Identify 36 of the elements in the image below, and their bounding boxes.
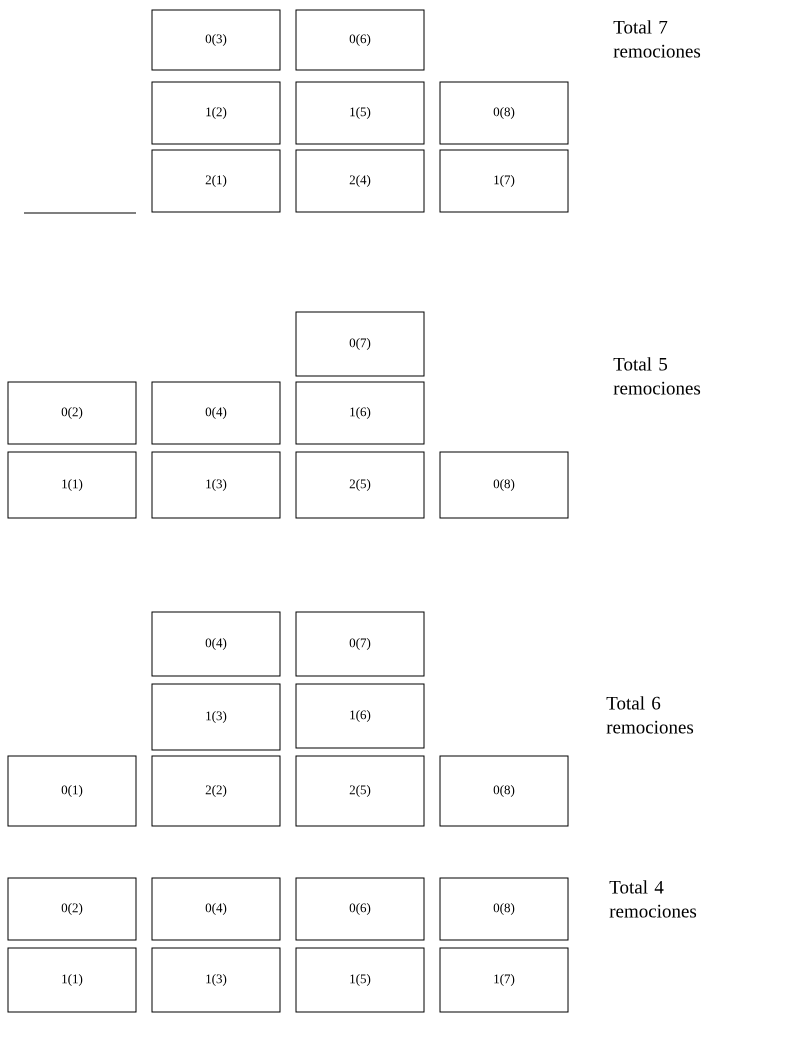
- number-box: 0(8): [439, 877, 569, 941]
- number-box: 0(2): [7, 877, 137, 941]
- number-box: 2(5): [295, 451, 425, 519]
- number-box: 0(2): [7, 381, 137, 445]
- number-box: 1(3): [151, 451, 281, 519]
- number-box: 0(1): [7, 755, 137, 827]
- number-box: 2(1): [151, 149, 281, 213]
- number-box: 1(1): [7, 947, 137, 1013]
- number-box: 2(4): [295, 149, 425, 213]
- number-box: 1(7): [439, 149, 569, 213]
- number-box: 0(4): [151, 877, 281, 941]
- total-label: Total 6 remociones: [606, 696, 694, 734]
- number-box: 0(7): [295, 311, 425, 377]
- number-box: 0(8): [439, 755, 569, 827]
- number-box: 1(3): [151, 947, 281, 1013]
- number-box: 1(6): [295, 381, 425, 445]
- number-box: 0(6): [295, 877, 425, 941]
- number-box: 2(2): [151, 755, 281, 827]
- total-label: Total 5 remociones: [613, 357, 701, 395]
- number-box: 1(2): [151, 81, 281, 145]
- number-box: 0(8): [439, 451, 569, 519]
- number-box: 0(6): [295, 9, 425, 71]
- number-box: 1(7): [439, 947, 569, 1013]
- number-box: 0(3): [151, 9, 281, 71]
- number-box: 0(7): [295, 611, 425, 677]
- number-box: 0(4): [151, 381, 281, 445]
- number-box: 1(5): [295, 947, 425, 1013]
- number-box: 1(1): [7, 451, 137, 519]
- number-box: 1(3): [151, 683, 281, 751]
- total-label: Total 4 remociones: [609, 880, 697, 918]
- number-box: 0(8): [439, 81, 569, 145]
- number-box: 1(6): [295, 683, 425, 749]
- total-label: Total 7 remociones: [613, 20, 701, 58]
- number-box: 2(5): [295, 755, 425, 827]
- number-box: 1(5): [295, 81, 425, 145]
- number-box: 0(4): [151, 611, 281, 677]
